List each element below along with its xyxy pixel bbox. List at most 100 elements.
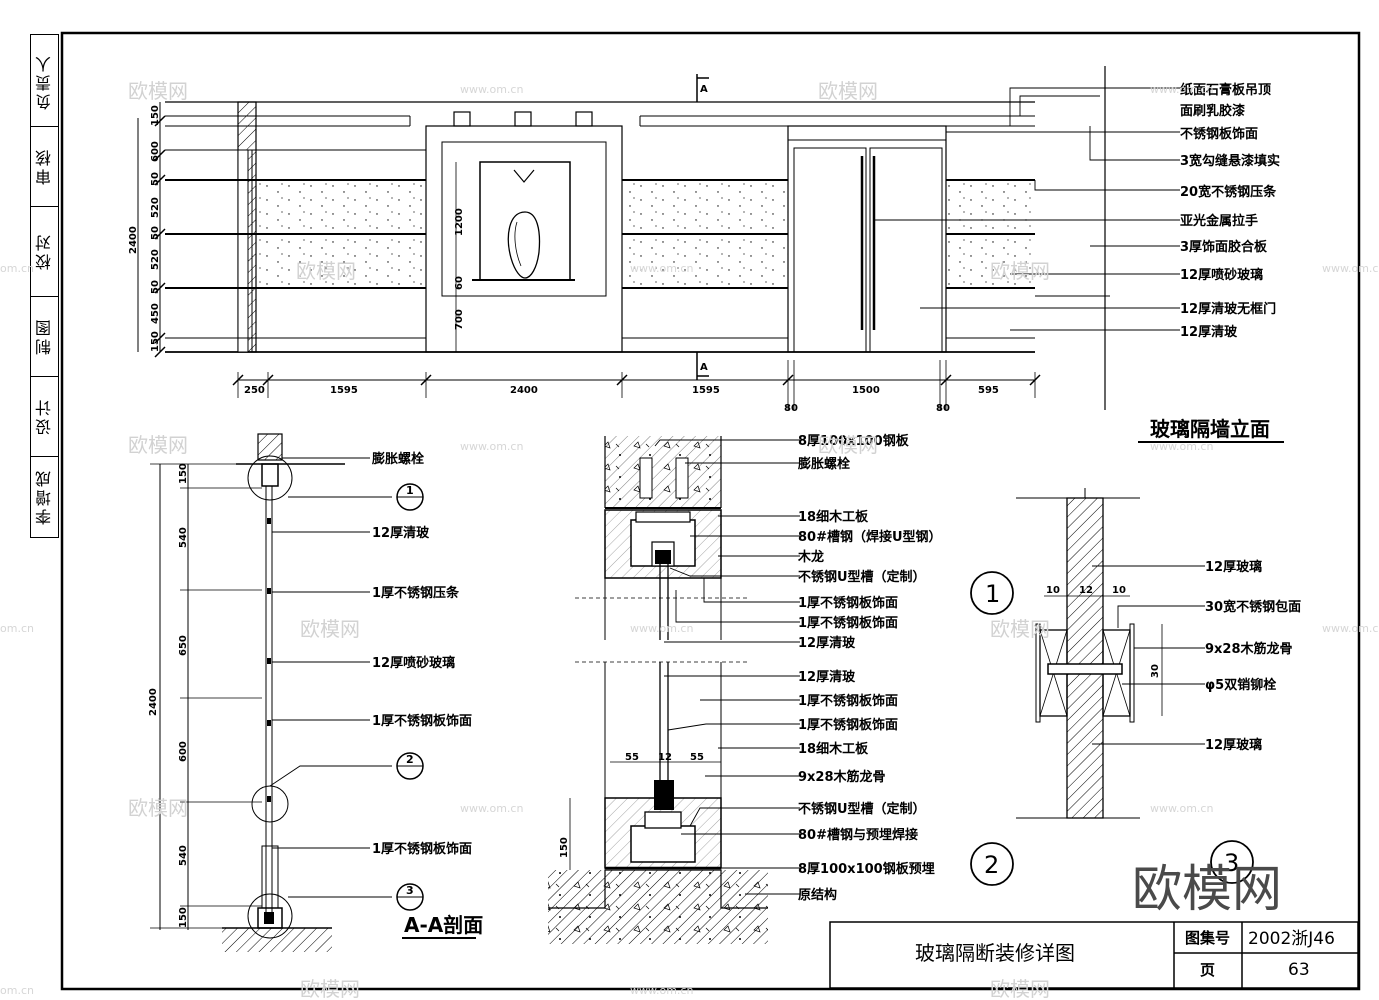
elev-label: 不锈钢板饰面 — [1180, 126, 1258, 142]
elev-vdim: 50 — [150, 226, 161, 240]
detail1-label: 1厚不锈钢板饰面 — [798, 615, 898, 631]
elev-label: 3宽勾缝悬漆填实 — [1180, 153, 1280, 169]
elev-label: 20宽不锈钢压条 — [1180, 184, 1277, 200]
watermark-url: www.om.cn — [1150, 440, 1213, 453]
section-label: 12厚清玻 — [372, 525, 430, 541]
page-number: 63 — [1288, 960, 1310, 980]
section-dim: 540 — [178, 527, 189, 548]
section-callout-1: 1 — [396, 483, 424, 511]
callout-number: 1 — [406, 484, 414, 497]
watermark-logo: 欧模网 — [128, 796, 188, 820]
detail1-label: 膨胀螺栓 — [797, 456, 850, 472]
elev-label: 纸面石膏板吊顶 — [1180, 82, 1271, 98]
sidebar-cell-design: 设计 — [30, 376, 59, 457]
elev-vdim: 150 — [150, 105, 161, 126]
section-dim: 540 — [178, 845, 189, 866]
section-label: 1厚不锈钢板饰面 — [372, 841, 472, 857]
section-marker-top: A — [700, 84, 708, 95]
callout-number: 2 — [406, 753, 414, 766]
elev-hdim: 1500 — [852, 385, 880, 396]
section-label: 12厚喷砂玻璃 — [372, 655, 455, 671]
watermark-logo: 欧模网 — [990, 259, 1050, 283]
title-block: 玻璃隔断装修详图 图集号 2002浙J46 页 63 — [829, 921, 1359, 989]
detail3-label: 30宽不锈钢包面 — [1205, 599, 1301, 615]
section-title: A-A剖面 — [404, 913, 483, 937]
watermark-logo: 欧模网 — [128, 79, 188, 103]
watermark-logo: 欧模网 — [300, 617, 360, 641]
detail2-dim: 12 — [658, 752, 672, 763]
watermark-logo: 欧模网 — [300, 977, 360, 1000]
detail2-label: 8厚100x100钢板预埋 — [798, 861, 935, 877]
elev-hdim: 1595 — [330, 385, 358, 396]
detail3-dim: 12 — [1079, 585, 1093, 596]
detail3-label: 12厚玻璃 — [1205, 559, 1262, 575]
detail2-label: 12厚清玻 — [798, 669, 856, 685]
detail2-label: 18细木工板 — [798, 741, 869, 757]
elev-vdim: 50 — [150, 172, 161, 186]
elev-overall-height: 2400 — [128, 226, 139, 254]
sidebar-cell-review: 审核 — [30, 126, 59, 207]
detail1-label: 18细木工板 — [798, 509, 869, 525]
brand-watermark: 欧模网 — [1132, 860, 1282, 918]
drawing-title: 玻璃隔断装修详图 — [915, 941, 1075, 965]
signature-column — [30, 34, 59, 538]
niche-dim: 60 — [454, 276, 465, 290]
watermarks: 欧模网 www.om.cn 欧模网 www.om.cn 欧模网 www.om.c… — [0, 79, 1379, 1000]
watermark-logo: 欧模网 — [818, 79, 878, 103]
watermark-url: www.om.cn — [630, 262, 693, 275]
watermark-logo: 欧模网 — [296, 259, 356, 283]
section-label: 1厚不锈钢压条 — [372, 585, 460, 601]
sidebar-cell-check: 校对 — [30, 206, 59, 297]
callout-3-number: 3 — [1224, 849, 1239, 877]
detail2-label: 1厚不锈钢板饰面 — [798, 717, 898, 733]
detail3-height: 30 — [1150, 664, 1161, 678]
watermark-logo: 欧模网 — [990, 977, 1050, 1000]
sidebar-cell-draw: 制图 — [30, 296, 59, 377]
watermark-url: www.om.cn — [630, 622, 693, 635]
elev-label: 12厚喷砂玻璃 — [1180, 267, 1263, 283]
elev-vdim: 520 — [150, 197, 161, 218]
detail2-dim: 55 — [690, 752, 704, 763]
section-dim: 150 — [178, 463, 189, 484]
detail2-label: 原结构 — [798, 887, 837, 903]
section-label: 膨胀螺栓 — [371, 451, 424, 467]
detail2-label: 80#槽钢与预埋焊接 — [798, 827, 918, 843]
section-label: 1厚不锈钢板饰面 — [372, 713, 472, 729]
niche-dim: 1200 — [454, 208, 465, 236]
elev-hdim: 250 — [244, 385, 265, 396]
detail1-label: 1厚不锈钢板饰面 — [798, 595, 898, 611]
detail1-label: 12厚清玻 — [798, 635, 856, 651]
watermark-url: www.om.cn — [460, 83, 523, 96]
watermark-url: www.om.cn — [1322, 262, 1379, 275]
detail3-number: 1 — [985, 580, 1000, 608]
elev-label: 3厚饰面胶合板 — [1180, 239, 1268, 255]
elev-bottom-dim: 80 — [784, 403, 798, 414]
section-dim: 650 — [178, 635, 189, 656]
elev-hdim: 1595 — [692, 385, 720, 396]
detail3-dim: 10 — [1046, 585, 1060, 596]
elev-hdim: 2400 — [510, 385, 538, 396]
watermark-url: www.om.cn — [1150, 83, 1213, 96]
detail2-height: 150 — [559, 837, 570, 858]
watermark-logo: 欧模网 — [128, 433, 188, 457]
niche-dim: 700 — [454, 309, 465, 330]
elev-bottom-dim: 80 — [936, 403, 950, 414]
section-dim: 150 — [178, 907, 189, 928]
detail2-number: 2 — [984, 851, 999, 879]
detail1-label: 80#槽钢（焊接U型钢） — [798, 529, 942, 545]
detail-top-joint: 8厚100x100钢板 膨胀螺栓 18细木工板 80#槽钢（焊接U型钢） 木龙 … — [575, 433, 942, 651]
detail3-label: φ5双销铆栓 — [1205, 677, 1276, 693]
watermark-logo: 欧模网 — [818, 433, 878, 457]
section-callout-3: 3 — [396, 883, 424, 911]
watermark-url: www.om.cn — [460, 440, 523, 453]
detail1-label: 8厚100x100钢板 — [798, 433, 910, 449]
callout-number: 3 — [406, 884, 414, 897]
watermark-url: www.om.cn — [1322, 622, 1379, 635]
elevation-title: 玻璃隔墙立面 — [1150, 417, 1270, 441]
detail-glass-clamp: 1 10 12 10 30 — [970, 488, 1301, 884]
detail3-label: 12厚玻璃 — [1205, 737, 1262, 753]
section-dim: 600 — [178, 741, 189, 762]
watermark-url: www.om.cn — [460, 802, 523, 815]
